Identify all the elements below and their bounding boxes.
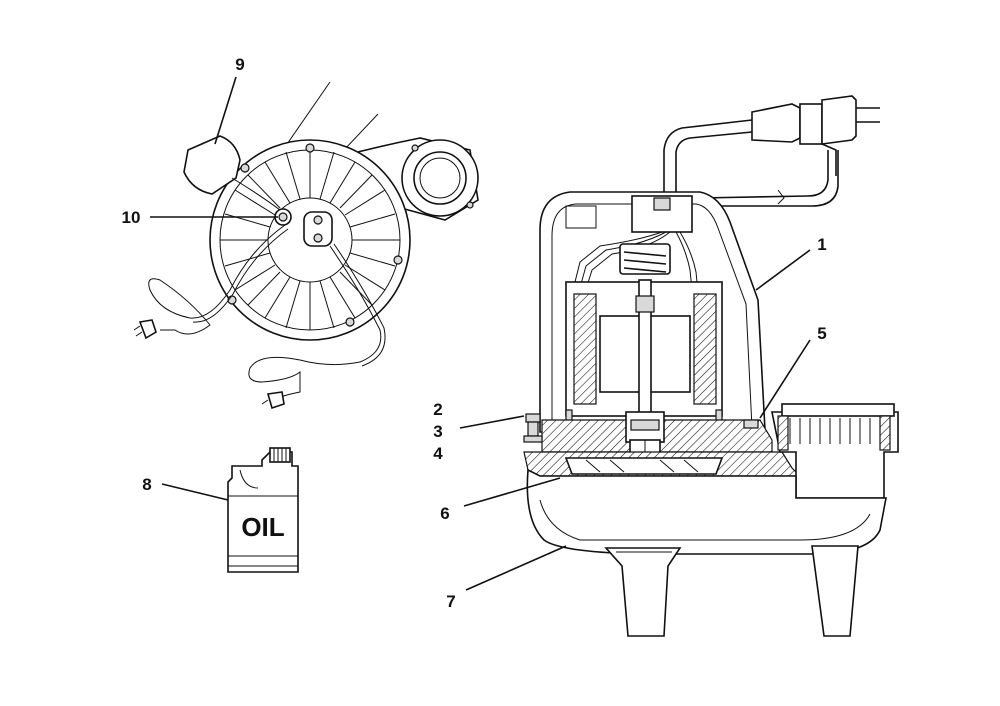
callout-1: 1 bbox=[817, 235, 826, 254]
callout-leader-lines bbox=[150, 76, 811, 591]
callout-4: 4 bbox=[433, 444, 443, 463]
callout-7: 7 bbox=[446, 592, 455, 611]
cooling-fins bbox=[220, 150, 400, 330]
callout-9: 9 bbox=[235, 55, 244, 74]
callout-8: 8 bbox=[142, 475, 151, 494]
callout-3: 3 bbox=[433, 422, 442, 441]
callout-6: 6 bbox=[440, 504, 449, 523]
oil-bottle: OIL bbox=[227, 447, 299, 573]
oil-label: OIL bbox=[241, 512, 284, 542]
pump-cutaway-view bbox=[523, 95, 899, 637]
callout-10: 10 bbox=[122, 208, 141, 227]
pump-top-view bbox=[133, 81, 479, 410]
callout-5: 5 bbox=[817, 324, 826, 343]
callout-2: 2 bbox=[433, 400, 442, 419]
